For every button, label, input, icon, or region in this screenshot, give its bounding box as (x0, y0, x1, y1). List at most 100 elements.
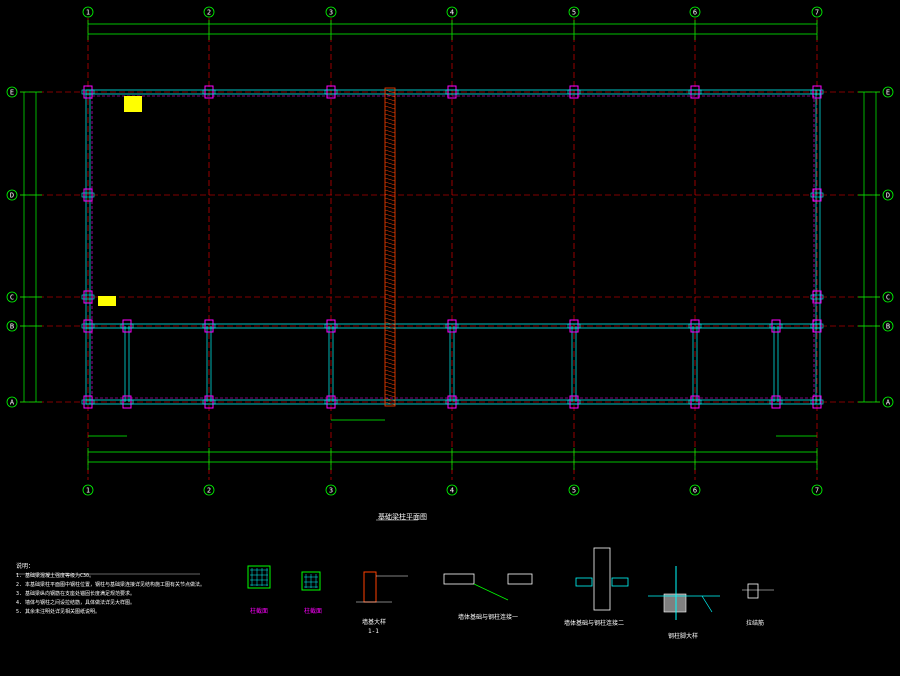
columns (81, 85, 824, 409)
connection-line (473, 583, 509, 601)
hatch-stroke (384, 217, 396, 222)
steel-column (83, 290, 93, 304)
hatch-stroke (384, 301, 396, 306)
wall-block (507, 573, 533, 585)
hatch-stroke (384, 177, 396, 182)
grid-bubble (203, 6, 215, 18)
section-label: 拉结筋 (746, 620, 765, 627)
grid-bubble (689, 484, 701, 496)
grid-bubble (6, 291, 18, 303)
notes-line: 说明： (16, 563, 35, 570)
grid-label-left: A (10, 399, 15, 407)
hatch-stroke (384, 389, 396, 394)
grid-bubble (882, 320, 894, 332)
wall-block (575, 577, 593, 587)
notes-line: 4. 墙体与钢柱之间设拉结筋，具体做法详见大样图。 (16, 600, 136, 606)
hatch-stroke (384, 109, 396, 114)
section-label: 钢柱脚大样 (668, 633, 699, 640)
grid-bubble (689, 6, 701, 18)
hatch-stroke (384, 229, 396, 234)
notes-block: 说明： 1. 基础梁混凝土强度等级为C30。 2. 本基础梁柱平面图中钢柱位置，… (16, 562, 206, 617)
column-base (81, 399, 95, 405)
column-base (688, 399, 702, 405)
grid-label-top: 3 (329, 9, 333, 17)
hatch-stroke (384, 237, 396, 242)
hatch-stroke (384, 213, 396, 218)
section-label: 墙体基础与钢柱连接一 (458, 614, 519, 621)
steel-column (83, 395, 93, 409)
steel-column (771, 319, 781, 333)
hatch-stroke (384, 121, 396, 126)
steel-column (447, 395, 457, 409)
grid-label-top: 2 (207, 9, 211, 17)
steel-column (690, 319, 700, 333)
hatch-stroke (384, 289, 396, 294)
grid-bubble (6, 86, 18, 98)
grid-label-left: E (10, 89, 14, 97)
notes-line: 3. 基础梁纵向钢筋在支座处锚固长度满足规范要求。 (16, 591, 136, 597)
hatch-stroke (384, 117, 396, 122)
hatch-stroke (384, 401, 396, 406)
hatch-stroke (384, 317, 396, 322)
steel-column (771, 395, 781, 409)
grid-bubble (568, 6, 580, 18)
grid-label-left: C (10, 294, 14, 302)
dimension-lines (20, 20, 880, 470)
grid-bubble (446, 484, 458, 496)
grid-label-right: C (886, 294, 890, 302)
hatch-strip (384, 87, 396, 407)
hatch-stroke (384, 165, 396, 170)
grid-label-top: 4 (450, 9, 454, 17)
grid-label-right: B (886, 323, 890, 331)
hatch-stroke (384, 345, 396, 350)
yellow-tag (98, 296, 116, 306)
hatch-stroke (384, 365, 396, 370)
hatch-stroke (384, 377, 396, 382)
grid-label-right: D (886, 192, 890, 200)
hatch-stroke (384, 321, 396, 326)
steel-column (122, 319, 132, 333)
grid-bubble (82, 6, 94, 18)
hatch-stroke (384, 357, 396, 362)
grid-label-top: 6 (693, 9, 697, 17)
grid-lines (20, 18, 880, 480)
column-base (810, 399, 824, 405)
grid-bubble (325, 484, 337, 496)
steel-column (447, 85, 457, 99)
hatch-stroke (384, 149, 396, 154)
steel-column (812, 290, 822, 304)
hatch-stroke (384, 161, 396, 166)
section-label: 墙基大样 (362, 619, 387, 626)
hatch-stroke (384, 201, 396, 206)
steel-column (447, 319, 457, 333)
column-base (769, 399, 783, 405)
grid-label-bottom: 7 (815, 487, 819, 495)
hatch-stroke (384, 105, 396, 110)
grid-label-right: E (886, 89, 890, 97)
steel-column (812, 85, 822, 99)
hatch-stroke (384, 329, 396, 334)
hatch-stroke (384, 309, 396, 314)
anchor-line (701, 595, 713, 613)
column-base (688, 89, 702, 95)
steel-column (122, 395, 132, 409)
column-base (81, 89, 95, 95)
steel-column-elevation (593, 547, 611, 611)
hatch-stroke (384, 153, 396, 158)
column-section (301, 571, 321, 591)
grid-label-left: D (10, 192, 14, 200)
hatch-stroke (384, 281, 396, 286)
column-base (445, 89, 459, 95)
wall-block (611, 577, 629, 587)
grid-bubble (6, 320, 18, 332)
column-base (202, 323, 216, 329)
hatch-stroke (384, 269, 396, 274)
hatch-stroke (384, 297, 396, 302)
column-base (202, 89, 216, 95)
steel-column (326, 319, 336, 333)
notes-line: 5. 其余未注明处详见相关图纸说明。 (16, 609, 101, 615)
steel-column (569, 85, 579, 99)
column-base (445, 323, 459, 329)
column-base (81, 192, 95, 198)
steel-column (326, 395, 336, 409)
